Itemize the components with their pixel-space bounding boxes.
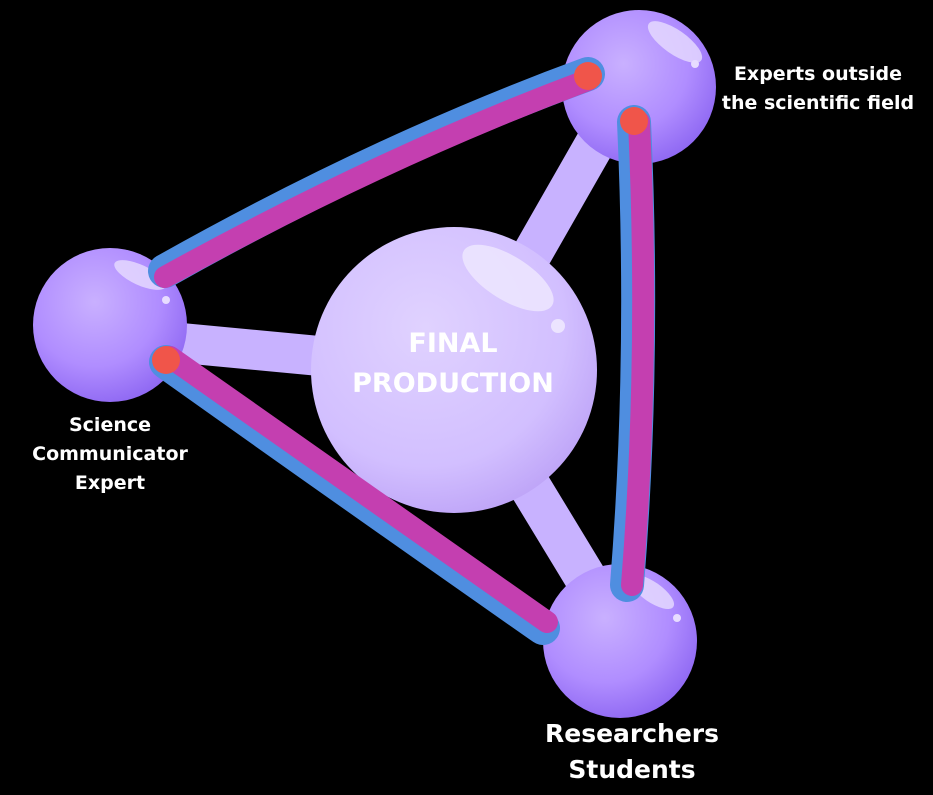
- tube-top-right-to-bottom: [610, 105, 656, 602]
- label-bottom-line1: Researchers: [544, 719, 720, 748]
- label-top-right-line2: the scientific field: [721, 92, 915, 114]
- label-bottom: Researchers Students: [536, 716, 728, 788]
- center-sphere: [311, 227, 597, 513]
- tube-left-to-bottom: [149, 345, 560, 645]
- sphere-top-right: [562, 10, 716, 164]
- label-top-right: Experts outside the scientific field: [718, 60, 918, 118]
- center-label-line1: FINAL: [408, 328, 498, 359]
- label-left-line1: Science: [68, 414, 152, 436]
- label-top-right-line1: Experts outside: [733, 63, 903, 85]
- center-label-line2: PRODUCTION: [352, 368, 554, 399]
- tube-links: [148, 57, 656, 645]
- tube-left-to-top-right: [148, 57, 605, 288]
- label-left: Science Communicator Expert: [22, 411, 198, 498]
- center-label: FINAL PRODUCTION: [313, 324, 593, 404]
- label-left-line3: Expert: [74, 472, 146, 494]
- label-left-line2: Communicator: [32, 443, 188, 465]
- label-bottom-line2: Students: [568, 755, 696, 784]
